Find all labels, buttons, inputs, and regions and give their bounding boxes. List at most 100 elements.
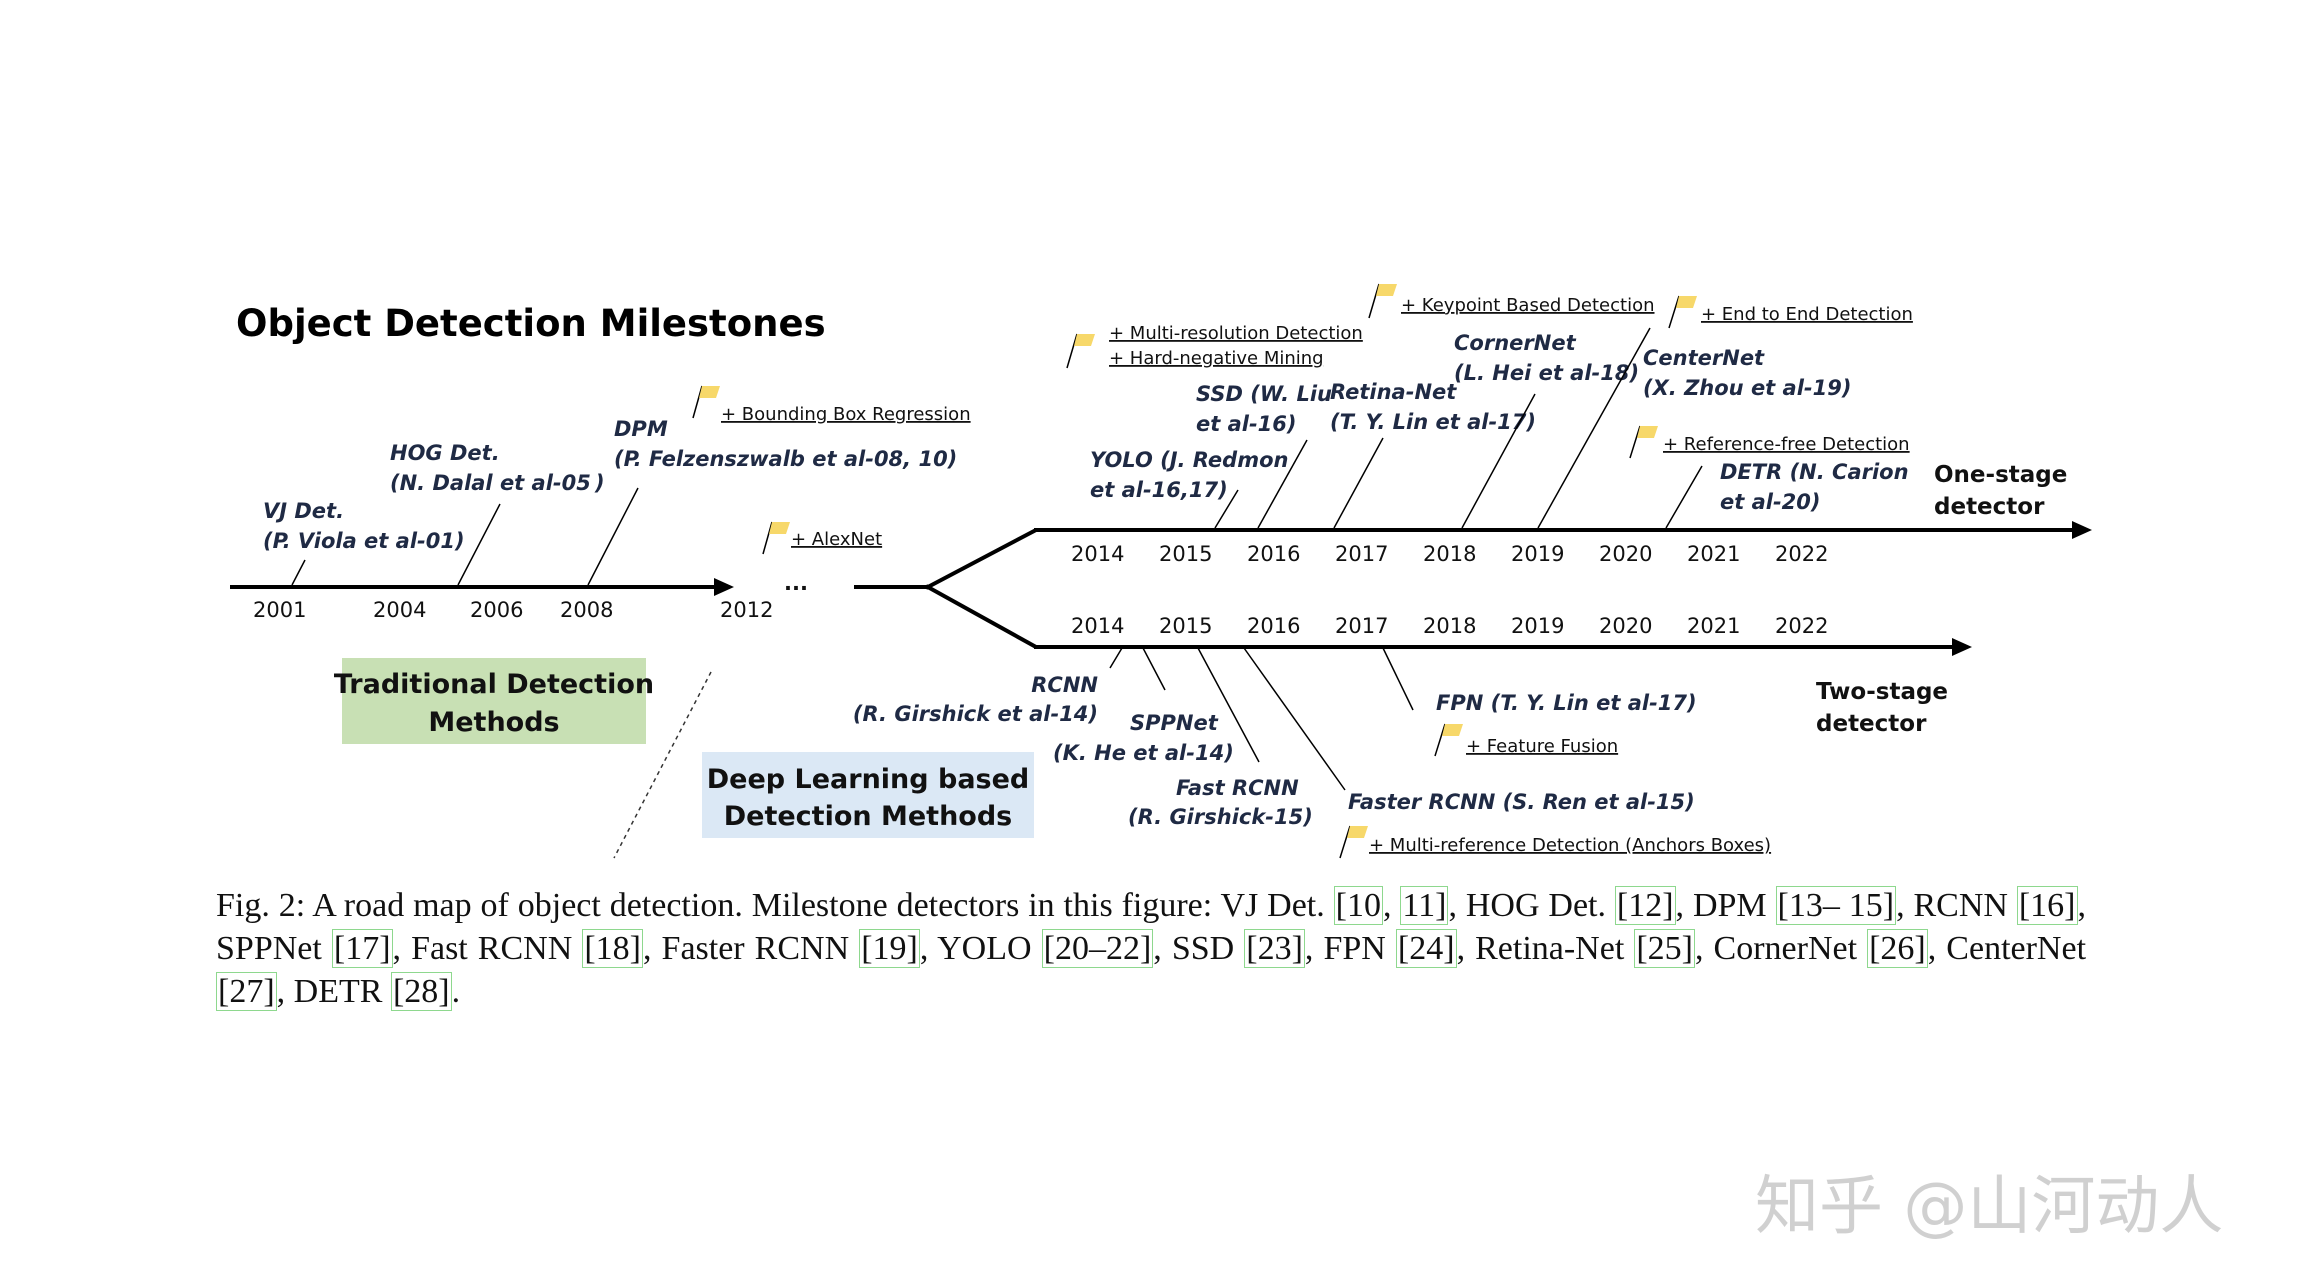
citation-ref[interactable]: [17]	[331, 929, 393, 968]
citation-ref[interactable]: [19]	[859, 929, 920, 968]
year-label: 2004	[373, 598, 426, 622]
milestone-connector	[1197, 647, 1260, 763]
milestone-rcnn-name: RCNN	[1031, 673, 1098, 697]
roadmap-diagram: Object Detection Milestones ... 2001 200…	[230, 283, 2092, 859]
milestone-centernet-authors: (X. Zhou et al-19)	[1643, 376, 1851, 400]
milestone-retinanet-name: Retina-Net	[1330, 380, 1457, 404]
citation-ref[interactable]: [13– 15]	[1775, 886, 1897, 925]
milestone-connector	[1333, 437, 1384, 529]
citation-ref[interactable]: [20–22]	[1041, 929, 1154, 968]
citation-ref[interactable]: [16]	[2016, 886, 2078, 925]
milestone-connector	[1461, 393, 1536, 529]
milestone-rcnn-authors: (R. Girshick et al-14)	[853, 702, 1098, 726]
milestone-centernet-name: CenterNet	[1643, 346, 1765, 370]
milestone-dpm-authors: (P. Felzenszwalb et al-08, 10)	[614, 447, 957, 471]
milestone-faster-rcnn: Faster RCNN (S. Ren et al-15)	[1348, 790, 1695, 814]
caption-text: , HOG Det.	[1448, 887, 1615, 924]
caption-text: , CornerNet	[1694, 930, 1868, 967]
milestone-connector	[1142, 647, 1166, 691]
milestone-fpn: FPN (T. Y. Lin et al-17)	[1436, 691, 1697, 715]
milestone-connector	[1109, 647, 1123, 669]
flag-alexnet: + AlexNet	[791, 529, 882, 550]
citation-ref[interactable]: [23]	[1244, 929, 1305, 968]
year-label: 2008	[560, 598, 613, 622]
fork-upper	[925, 528, 1037, 590]
milestone-connector	[1214, 489, 1239, 529]
caption-text: , Fast RCNN	[392, 930, 583, 967]
year-label: 2018	[1423, 614, 1476, 638]
milestone-cornernet-authors: (L. Hei et al-18)	[1454, 361, 1639, 385]
caption-text: , Retina-Net	[1456, 930, 1635, 967]
milestone-dpm-name: DPM	[614, 417, 668, 441]
caption-text: , YOLO	[919, 930, 1042, 967]
diagram-title: Object Detection Milestones	[236, 302, 826, 345]
citation-ref[interactable]: [28]	[390, 972, 452, 1011]
year-label: 2015	[1159, 614, 1212, 638]
citation-ref[interactable]: [24]	[1395, 929, 1457, 968]
caption-text: , FPN	[1304, 930, 1396, 967]
milestone-fast-rcnn-authors: (R. Girshick-15)	[1128, 805, 1313, 829]
caption-text: , CenterNet	[1927, 930, 2087, 967]
year-label: 2020	[1599, 614, 1652, 638]
traditional-box-label: Methods	[428, 707, 559, 738]
flag-icon	[762, 521, 790, 555]
flag-multi-resolution: + Multi-resolution Detection	[1109, 323, 1363, 344]
one-stage-axis-arrow	[2072, 521, 2092, 539]
milestone-connector	[457, 503, 501, 586]
flag-multi-reference: + Multi-reference Detection (Anchors Box…	[1369, 835, 1771, 856]
year-label: 2016	[1247, 614, 1300, 638]
traditional-axis-arrow	[714, 578, 734, 596]
caption-text: , SPPNet	[216, 887, 2086, 967]
milestone-ssd-name: SSD (W. Liu	[1196, 382, 1332, 406]
one-stage-label: detector	[1934, 494, 2045, 520]
milestone-vj-authors: (P. Viola et al-01)	[263, 529, 465, 553]
milestone-connector	[1243, 647, 1346, 791]
citation-ref[interactable]: [25]	[1634, 929, 1695, 968]
milestone-hog-name: HOG Det.	[390, 441, 500, 465]
flag-end-to-end: + End to End Detection	[1701, 304, 1913, 325]
watermark: 知乎 @山河动人	[1755, 1170, 2224, 1244]
two-stage-label: Two-stage	[1816, 679, 1948, 705]
year-label: 2016	[1247, 542, 1300, 566]
caption-text: ,	[1382, 887, 1401, 924]
one-stage-label: One-stage	[1934, 462, 2067, 488]
milestone-connector	[1537, 327, 1651, 529]
flag-icon	[692, 385, 720, 419]
year-label: 2015	[1159, 542, 1212, 566]
citation-ref[interactable]: 11]	[1400, 886, 1449, 925]
citation-ref[interactable]: [10	[1333, 886, 1383, 925]
deep-learning-box	[702, 752, 1034, 838]
citation-ref[interactable]: [18]	[582, 929, 643, 968]
year-label: 2020	[1599, 542, 1652, 566]
deep-box-label: Detection Methods	[724, 801, 1013, 832]
year-label: 2019	[1511, 614, 1564, 638]
year-label: 2014	[1071, 614, 1124, 638]
year-label: 2017	[1335, 614, 1388, 638]
fork-lower	[925, 584, 1037, 649]
citation-ref[interactable]: [27]	[216, 972, 277, 1011]
traditional-methods-box	[342, 658, 646, 744]
two-stage-label: detector	[1816, 711, 1927, 737]
caption-text: , DPM	[1675, 887, 1776, 924]
milestone-connector	[1257, 439, 1308, 529]
flag-icon	[1339, 825, 1368, 859]
caption-text: .	[451, 973, 461, 1010]
year-label: 2006	[470, 598, 523, 622]
milestone-connector	[587, 487, 639, 586]
era-divider	[613, 671, 712, 859]
year-label: 2019	[1511, 542, 1564, 566]
citation-ref[interactable]: [26]	[1867, 929, 1928, 968]
deep-box-label: Deep Learning based	[707, 764, 1030, 795]
milestone-sppnet-authors: (K. He et al-14)	[1053, 741, 1234, 765]
citation-ref[interactable]: [12]	[1614, 886, 1676, 925]
milestone-cornernet-name: CornerNet	[1454, 331, 1577, 355]
flag-feature-fusion: + Feature Fusion	[1466, 736, 1618, 757]
flag-bounding-box-regression: + Bounding Box Regression	[721, 404, 971, 425]
caption-text: , SSD	[1153, 930, 1245, 967]
flag-icon	[1368, 283, 1397, 319]
caption-text: Fig. 2: A road map of object detection. …	[216, 887, 1334, 924]
year-label: 2022	[1775, 542, 1828, 566]
caption-text: , DETR	[276, 973, 391, 1010]
milestone-connector	[1382, 647, 1414, 711]
flag-icon	[1668, 295, 1697, 329]
